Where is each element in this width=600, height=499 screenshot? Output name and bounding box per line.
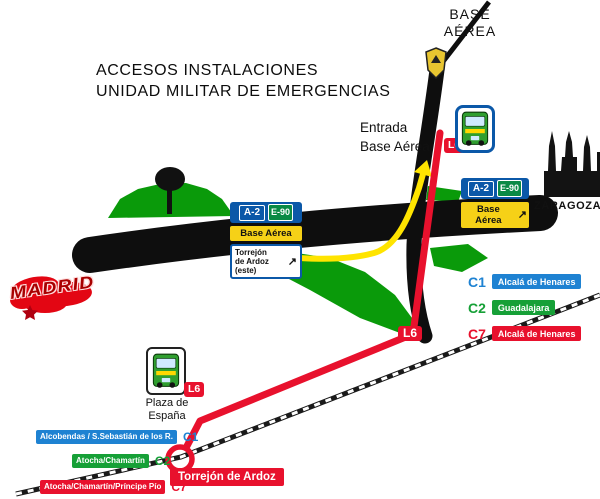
torrejon-station-label: Torrejón de Ardoz <box>170 468 284 486</box>
madrid-star-icon <box>22 305 38 320</box>
c2-line-code: C2 <box>468 299 486 316</box>
l6-badge-junction: L6 <box>398 326 423 341</box>
left-sign-exit-panel: Torrejón de Ardoz (este) ↗ <box>230 244 302 279</box>
bus-route-l6-line <box>183 129 444 450</box>
legend-row-c1: C1 Alcalá de Henares <box>468 273 582 290</box>
left-road-sign: A-2 E-90 Base Aérea Torrejón de Ardoz (e… <box>230 202 302 279</box>
legend-row-c1-west: Alcobendas / S.Sebastián de los R. C1 <box>36 430 198 444</box>
legend-row-c7-west: Atocha/Chamartín/Príncipe Pío C7 <box>40 480 187 494</box>
e90-shield: E-90 <box>497 180 523 197</box>
c1-destination-label: Alcobendas / S.Sebastián de los R. <box>36 430 177 444</box>
base-aerea-label: BASE AÉREA <box>443 6 497 39</box>
c2-destination-label: Guadalajara <box>491 300 556 315</box>
zaragoza-city-label: ZARAGOZA <box>534 200 600 212</box>
c2-line-code: C2 <box>154 454 171 468</box>
c1-destination-label: Alcalá de Henares <box>491 274 582 289</box>
l6-badge-bus-stop: L6 <box>184 382 205 397</box>
right-sign-base-panel: Base Aérea ↗ <box>461 202 529 228</box>
e90-shield: E-90 <box>268 204 294 221</box>
madrid-blob <box>10 276 92 320</box>
legend-row-c2: C2 Guadalajara <box>468 299 556 316</box>
exit-arrow-icon: ↗ <box>287 255 297 268</box>
tree-icon <box>155 167 185 214</box>
bus-stop-sign-base <box>455 105 495 153</box>
a2-shield: A-2 <box>238 204 266 221</box>
c2-destination-label: Atocha/Chamartín <box>72 454 149 468</box>
plaza-espana-label: Plaza de España <box>145 397 189 422</box>
legend-row-c2-west: Atocha/Chamartín C2 <box>72 454 170 468</box>
entrance-label: Entrada Base Aérea <box>360 120 430 154</box>
left-sign-motorway-panel: A-2 E-90 <box>230 202 302 223</box>
c7-destination-label: Alcalá de Henares <box>491 326 582 341</box>
legend-row-c7: C7 Alcalá de Henares <box>468 325 582 342</box>
c7-destination-label: Atocha/Chamartín/Príncipe Pío <box>40 480 166 494</box>
right-road-sign: A-2 E-90 Base Aérea ↗ <box>461 178 529 228</box>
military-emblem-icon <box>425 47 447 80</box>
bus-icon <box>461 111 489 147</box>
cathedral-silhouette-icon <box>544 131 600 197</box>
c1-line-code: C1 <box>468 273 486 290</box>
page-title-line2: UNIDAD MILITAR DE EMERGENCIAS <box>96 83 391 100</box>
page-title-line1: ACCESOS INSTALACIONES <box>96 62 319 79</box>
c1-line-code: C1 <box>182 430 199 444</box>
left-sign-base-panel: Base Aérea <box>230 226 302 241</box>
right-sign-motorway-panel: A-2 E-90 <box>461 178 529 199</box>
a2-shield: A-2 <box>467 180 495 197</box>
c7-line-code: C7 <box>468 325 486 342</box>
bus-icon <box>152 353 180 389</box>
bus-stop-sign-plaza <box>146 347 186 395</box>
base-arrow-icon: ↗ <box>517 209 527 221</box>
